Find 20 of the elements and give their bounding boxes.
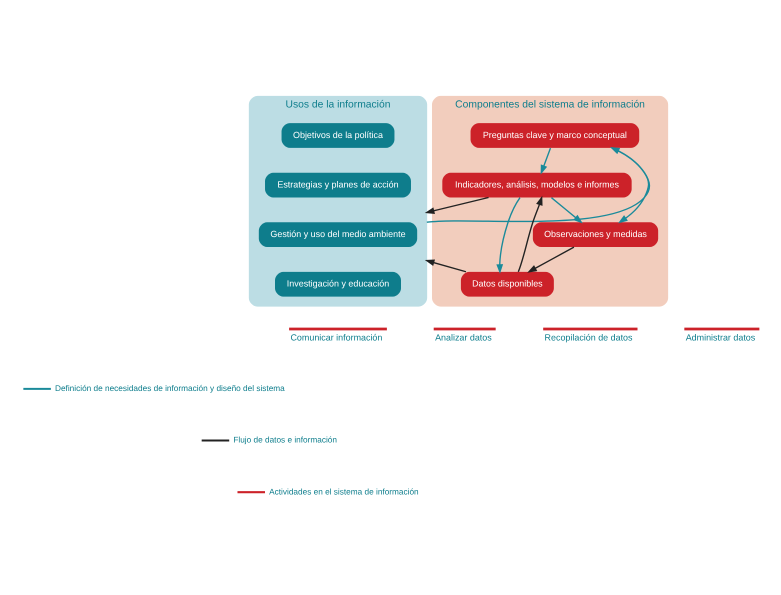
arrow (527, 246, 574, 272)
label: Comunicar información (290, 332, 382, 342)
arrow (540, 147, 552, 174)
label: Administrar datos (686, 332, 756, 342)
node-box: Indicadores, análisis, modelos e informes (442, 172, 632, 197)
arrow (424, 258, 466, 272)
arrow (518, 195, 543, 272)
label: Recopilación de datos (544, 332, 633, 342)
arrow (551, 196, 583, 224)
node-box: Observaciones y medidas (532, 222, 658, 247)
node-box: Preguntas clave y marco conceptual (470, 122, 640, 148)
arrow (424, 196, 489, 214)
node-box: Datos disponibles (460, 271, 554, 296)
label: Analizar datos (435, 332, 492, 342)
node-box: Investigación y educación (275, 271, 401, 296)
arrow (612, 146, 650, 223)
node-box: Objetivos de la política (282, 122, 394, 148)
node-box: Gestión y uso del medio ambiente (258, 222, 418, 247)
node-box: Estrategias y planes de acción (265, 172, 411, 197)
arrow (496, 196, 521, 274)
